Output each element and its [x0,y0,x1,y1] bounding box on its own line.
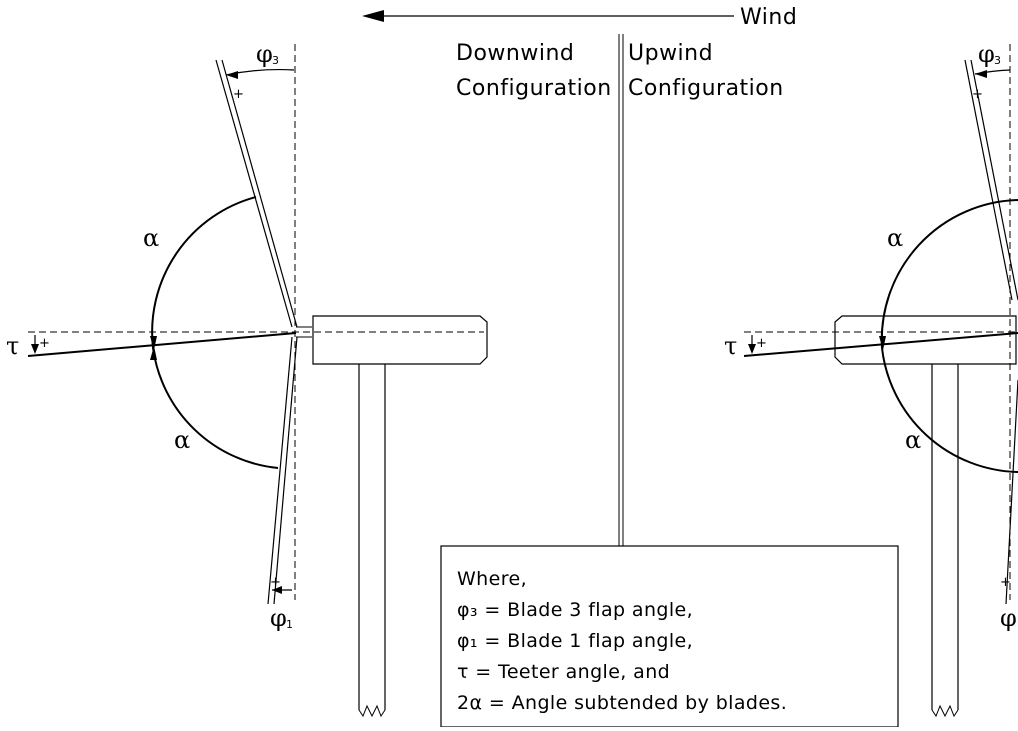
downwind-alpha-lower: α [174,426,190,454]
downwind-phi3-plus: + [233,87,244,102]
legend-line-where: Where, [457,568,527,590]
legend-line-alpha: 2α = Angle subtended by blades. [457,692,787,714]
upwind-alpha-lower: α [905,426,921,454]
upwind-turbine [743,44,1018,718]
wind-arrow [362,10,734,22]
downwind-phi3: φ [256,40,273,68]
upwind-alpha-upper: α [887,224,903,252]
wind-label: Wind [740,5,797,30]
upwind-phi1: φ [1000,604,1017,632]
upwind-title-line1: Upwind [628,41,713,66]
legend-line-tau: τ = Teeter angle, and [457,661,670,683]
downwind-title-line1: Downwind [456,41,574,66]
upwind-title-line2: Configuration [628,76,784,101]
upwind-phi3-sub: 3 [994,54,1001,67]
downwind-phi1: φ [270,604,287,632]
upwind-phi1-plus: + [1000,575,1011,590]
downwind-phi3-sub: 3 [272,54,279,67]
legend-line-phi3: φ₃ = Blade 3 flap angle, [457,599,693,621]
downwind-phi1-sub: 1 [286,618,293,631]
upwind-tau-plus: + [756,336,767,351]
downwind-phi1-plus: + [270,575,281,590]
downwind-alpha-upper: α [143,224,159,252]
legend-box [440,545,899,728]
center-divider [618,34,624,546]
legend-line-phi1: φ₁ = Blade 1 flap angle, [457,630,693,652]
upwind-phi3-plus: + [972,87,983,102]
upwind-phi3: φ [978,40,995,68]
downwind-tau-plus: + [39,336,50,351]
downwind-turbine [27,44,488,718]
upwind-tau: τ [724,332,737,360]
downwind-title-line2: Configuration [456,76,612,101]
downwind-tau: τ [6,332,19,360]
